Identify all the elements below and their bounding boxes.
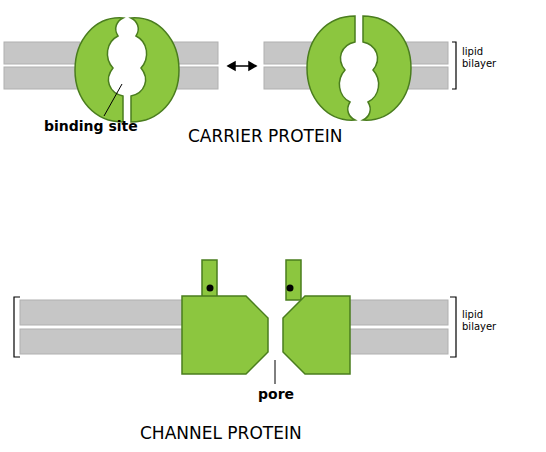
double-arrow — [228, 62, 256, 70]
leader-line — [104, 84, 122, 116]
section-title: CARRIER PROTEIN — [188, 127, 342, 147]
carrier-protein — [307, 16, 411, 120]
section-title: CHANNEL PROTEIN — [140, 424, 302, 444]
part-label: binding site — [44, 118, 138, 134]
part-label: lipid bilayer — [462, 309, 508, 332]
part-label: lipid bilayer — [462, 46, 508, 69]
channel-protein — [182, 260, 350, 374]
carrier-protein — [75, 18, 179, 122]
leader-line — [275, 360, 276, 384]
hinge-dot — [207, 285, 214, 292]
part-label: pore — [258, 386, 294, 402]
bracket — [452, 42, 456, 89]
hinge-dot — [287, 285, 294, 292]
